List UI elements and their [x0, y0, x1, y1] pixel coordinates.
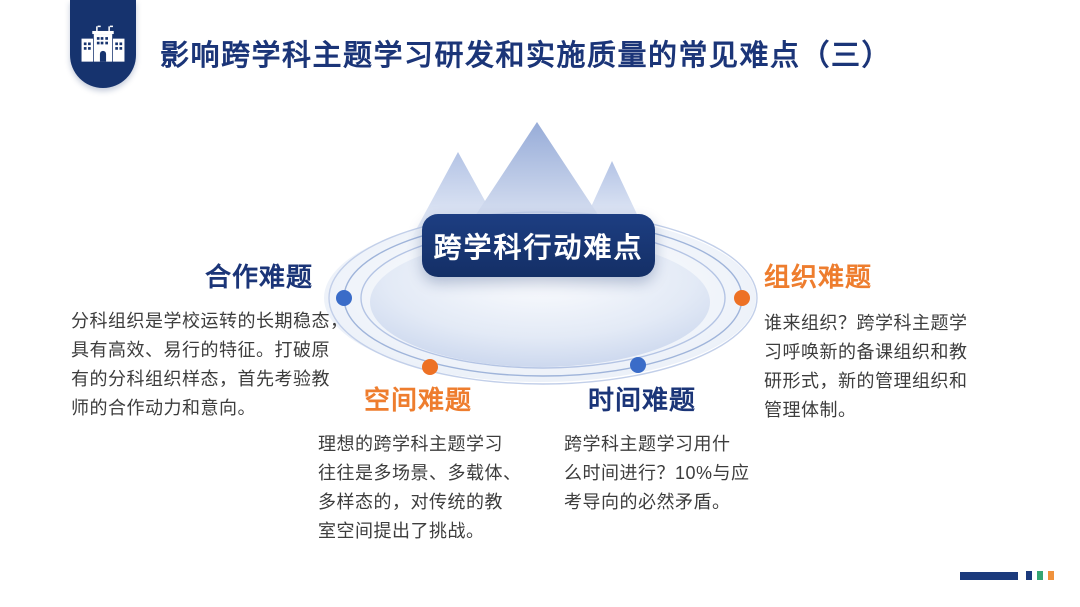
footer-square-navy: [1026, 571, 1032, 580]
header-badge: [70, 0, 136, 88]
organization-dot: [734, 290, 750, 306]
time-dot: [630, 357, 646, 373]
cooperation-body: 分科组织是学校运转的长期稳态， 具有高效、易行的特征。打破原 有的分科组织样态，…: [71, 311, 349, 418]
organization-body: 谁来组织？跨学科主题学 习呼唤新的备课组织和教 研形式，新的管理组织和 管理体制…: [764, 313, 968, 420]
footer-bar: [960, 572, 1018, 580]
space-body: 理想的跨学科主题学习 往往是多场景、多载体、 多样态的，对传统的教 室空间提出了…: [318, 434, 522, 541]
organization-title: 组织难题: [764, 262, 873, 292]
time-title: 时间难题: [588, 385, 697, 415]
center-topic-pill: 跨学科行动难点: [422, 214, 655, 277]
orbit-dots: [336, 290, 750, 375]
space-dot: [422, 359, 438, 375]
footer-square-green: [1037, 571, 1043, 580]
cooperation-dot: [336, 290, 352, 306]
space-title: 空间难题: [364, 385, 473, 415]
footer-square-orange: [1048, 571, 1054, 580]
school-building-icon: [81, 25, 125, 62]
connector-lines: [187, 297, 905, 419]
time-body: 跨学科主题学习用什 么时间进行？10%与应 考导向的必然矛盾。: [564, 434, 750, 512]
center-topic-label: 跨学科行动难点: [433, 231, 644, 263]
page-title: 影响跨学科主题学习研发和实施质量的常见难点（三）: [160, 40, 893, 72]
cooperation-title: 合作难题: [205, 262, 314, 292]
